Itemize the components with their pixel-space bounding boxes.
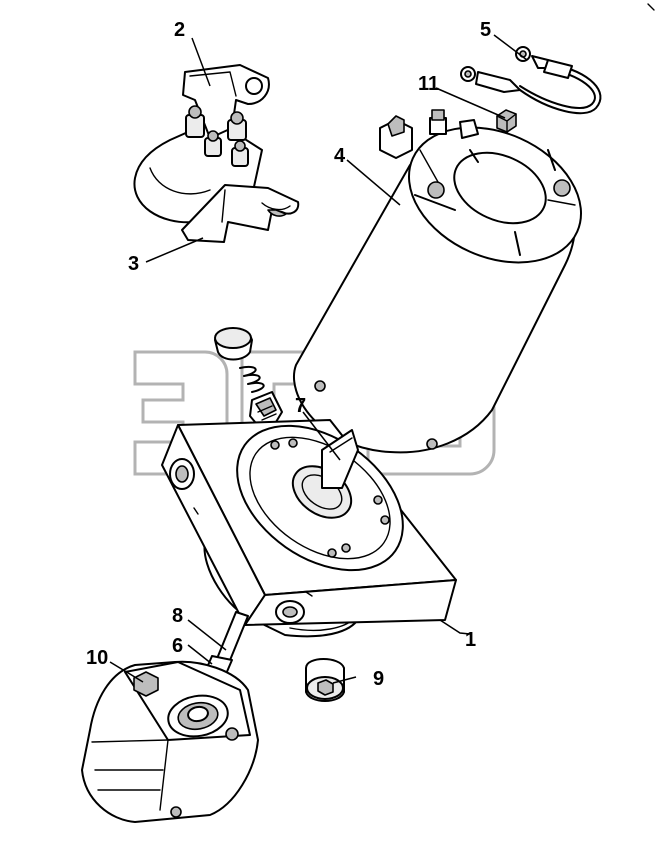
solenoid-assembly <box>133 64 300 243</box>
callout-8: 8 <box>172 605 183 627</box>
electric-motor <box>293 109 582 454</box>
callout-10: 10 <box>86 647 108 669</box>
callout-6: 6 <box>172 635 183 657</box>
gear-pump-assembly <box>81 611 259 823</box>
callout-4: 4 <box>334 145 346 167</box>
callout-3: 3 <box>128 253 139 275</box>
callout-7: 7 <box>295 395 306 417</box>
relief-valve-parts <box>214 327 283 429</box>
callout-9: 9 <box>373 668 384 690</box>
callout-11: 11 <box>418 73 439 95</box>
callout-5: 5 <box>480 19 491 41</box>
callout-2: 2 <box>174 19 185 41</box>
callout-labels: 2 3 4 5 11 7 8 6 10 9 1 <box>86 19 491 690</box>
callout-1: 1 <box>465 629 476 651</box>
plug-screw <box>305 658 345 702</box>
pump-manifold-block <box>161 419 457 638</box>
corner-mark <box>647 3 655 11</box>
leader-lines <box>109 34 528 684</box>
cable-and-nut <box>460 46 602 133</box>
